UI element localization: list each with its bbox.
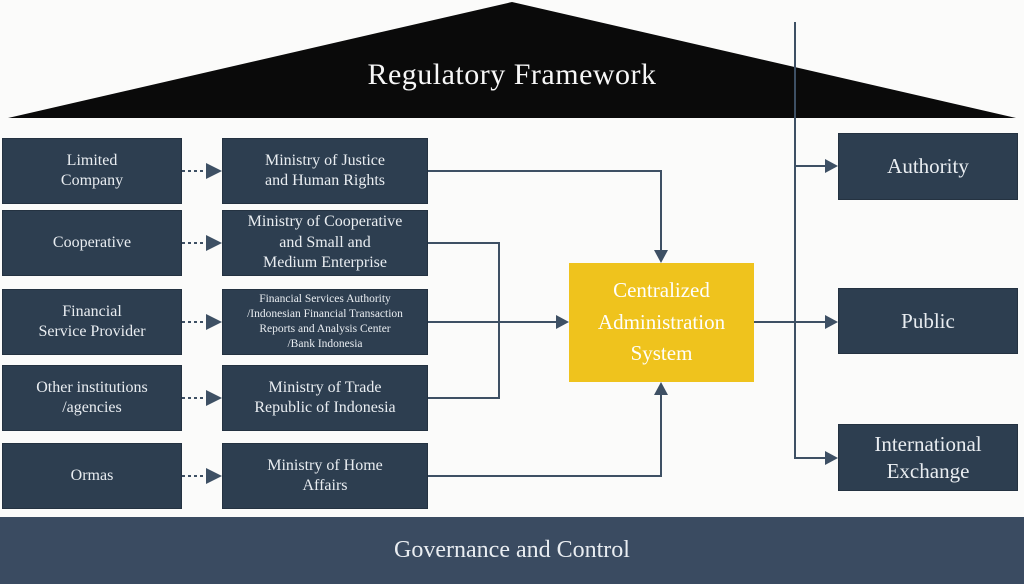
connector-home-affairs-to-cas [428, 395, 662, 477]
dotted-arrow-financial-service-provider [182, 314, 222, 330]
right-box-international-exchange: International Exchange [838, 424, 1018, 491]
main-vertical-line [794, 22, 826, 459]
dotted-arrow-limited-company [182, 163, 222, 179]
left-box-ormas: Ormas [2, 443, 182, 509]
left-box-limited-company: Limited Company [2, 138, 182, 204]
ministry-box-justice: Ministry of Justice and Human Rights [222, 138, 428, 204]
arrowhead-to-international-exchange [825, 451, 838, 465]
left-box-cooperative: Cooperative [2, 210, 182, 276]
governance-bar: Governance and Control [0, 517, 1024, 584]
ministry-box-home-affairs: Ministry of Home Affairs [222, 443, 428, 509]
ministry-box-financial-authority: Financial Services Authority /Indonesian… [222, 289, 428, 355]
arrowhead-into-cas-left [556, 315, 569, 329]
dotted-arrow-ormas [182, 468, 222, 484]
dotted-arrow-cooperative [182, 235, 222, 251]
right-box-public: Public [838, 288, 1018, 354]
right-box-authority: Authority [838, 133, 1018, 200]
arrowhead-into-cas-top [654, 250, 668, 263]
arrowhead-to-public [825, 315, 838, 329]
ministry-box-cooperative-sme: Ministry of Cooperative and Small and Me… [222, 210, 428, 276]
left-box-financial-service-provider: Financial Service Provider [2, 289, 182, 355]
dotted-arrow-other-institutions [182, 390, 222, 406]
connector-justice-to-cas [428, 170, 662, 250]
page-title: Regulatory Framework [367, 58, 657, 91]
ministry-box-trade: Ministry of Trade Republic of Indonesia [222, 365, 428, 431]
arrowhead-into-cas-bottom [654, 382, 668, 395]
centralized-administration-box: Centralized Administration System [569, 263, 754, 382]
connector-cooperative-trade-junction [428, 242, 500, 399]
regulatory-framework-roof [8, 2, 1016, 118]
arrowhead-to-authority [825, 159, 838, 173]
left-box-other-institutions: Other institutions /agencies [2, 365, 182, 431]
